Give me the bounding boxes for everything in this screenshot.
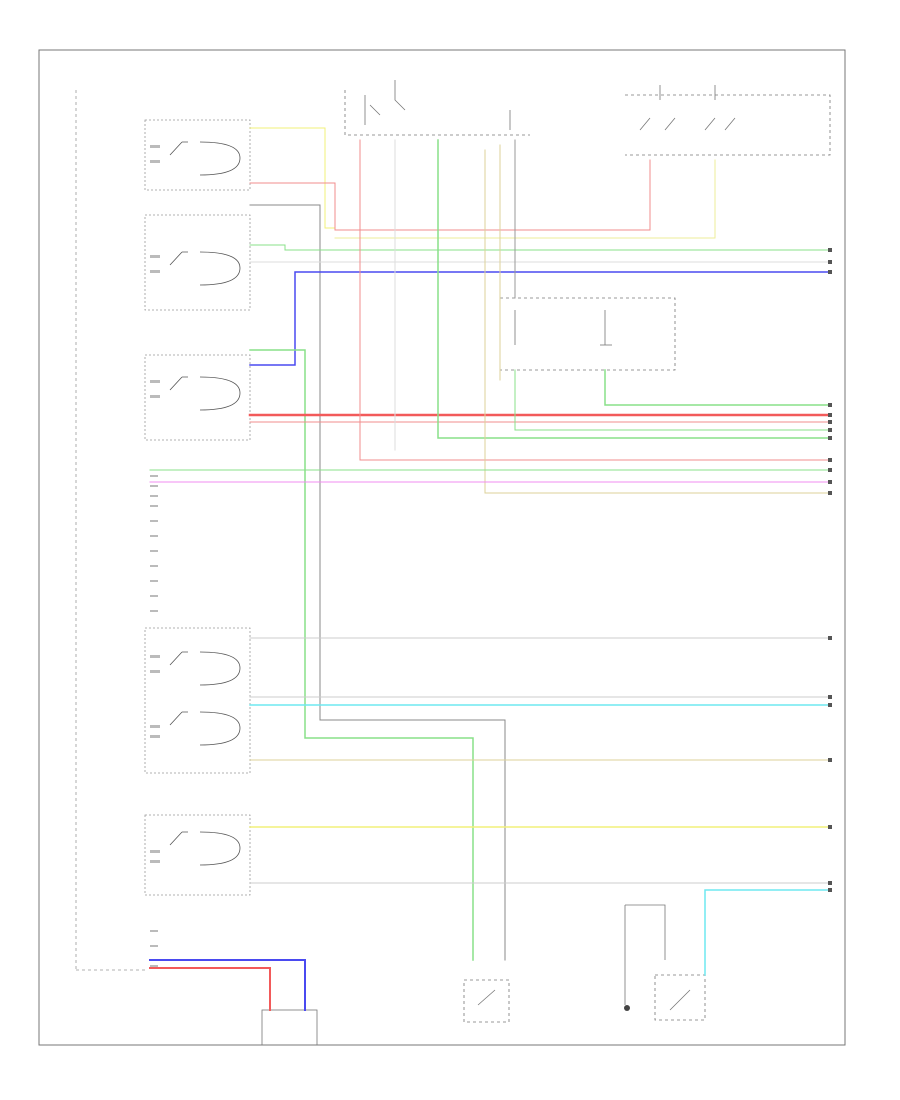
diagram-frame — [38, 49, 846, 1046]
wire-cyan-right — [704, 889, 831, 976]
wire-pink-fuse — [359, 139, 831, 461]
wire-green-upper — [249, 244, 831, 251]
bottom-left-module — [261, 1009, 318, 1046]
wires — [149, 127, 832, 1011]
wire-green-module-1 — [514, 369, 831, 431]
wire-red-bottom — [149, 967, 271, 1011]
wire-yellow-top — [249, 127, 336, 229]
wire-blue — [249, 271, 831, 366]
left-module-boundary — [75, 90, 251, 971]
wire-green-fuse — [437, 139, 831, 439]
wire-gray-top — [249, 204, 506, 961]
fuse-box-top — [344, 80, 530, 136]
top-right-module — [625, 85, 831, 156]
connector-pins — [150, 145, 160, 967]
bottom-right-switch — [624, 904, 706, 1021]
wire-blue-bottom — [149, 959, 306, 1011]
bottom-center-switch — [463, 979, 510, 1023]
wire-tan-upper — [334, 159, 716, 239]
wire-green-module-2 — [604, 369, 831, 406]
wire-tan-fuse — [484, 149, 831, 494]
switch-icon — [169, 141, 241, 866]
wire-green-long — [249, 349, 474, 961]
wire-pink-top — [249, 159, 651, 231]
ground-icon — [624, 1005, 630, 1011]
passenger-module — [499, 297, 676, 371]
right-terminals — [828, 248, 832, 892]
